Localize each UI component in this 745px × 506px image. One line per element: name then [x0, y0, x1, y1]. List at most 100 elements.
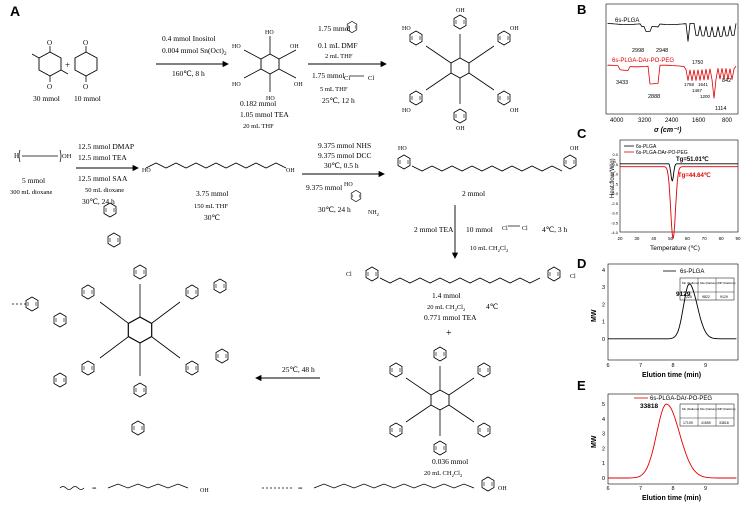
panel-label-b: B: [577, 2, 586, 17]
r3-dioxane: 50 mL dioxane: [85, 187, 124, 194]
svg-text:HO: HO: [266, 96, 275, 102]
r6-star-solvent: 20 mL CH2Cl2: [424, 470, 462, 478]
panel-label-e: E: [577, 378, 586, 393]
r3-dmap: 12.5 mmol DMAP: [78, 142, 134, 151]
svg-text:Cl: Cl: [502, 226, 508, 232]
ftir-xlabel: σ (cm⁻¹): [654, 127, 682, 134]
svg-text:Cl: Cl: [522, 226, 528, 232]
gpc-e-table: Mn (Daltons) Mw (Daltons) MP (Daltons) 1…: [679, 403, 735, 427]
svg-text:OH: OH: [510, 26, 519, 32]
svg-text:Mw (Daltons): Mw (Daltons): [700, 407, 718, 411]
svg-text:OH: OH: [456, 126, 465, 132]
plus-sign: +: [65, 60, 70, 70]
svg-text:17109: 17109: [683, 421, 693, 425]
svg-text:41559: 41559: [701, 421, 711, 425]
svg-text:HO: HO: [232, 82, 241, 88]
gpc-d-table: Mn (Daltons) Mw (Daltons) MP (Daltons) 7…: [679, 277, 735, 301]
r3-tea: 12.5 mmol TEA: [78, 153, 127, 162]
svg-text:OH: OH: [200, 488, 209, 494]
ftir-spectrum-bottom: [607, 64, 737, 99]
svg-text:Cl: Cl: [346, 272, 352, 278]
r4-tyramine-amount: 9.375 mmol: [306, 183, 342, 192]
phenol-star-reactant: [389, 346, 491, 456]
dsc-xtick-50: 50: [668, 236, 674, 241]
r4-cond2: 30℃, 24 h: [318, 205, 351, 214]
r6-amount: 1.4 mmol: [432, 291, 461, 300]
dsc-ytick-3: -1.5: [611, 181, 619, 186]
svg-text:Cl: Cl: [570, 274, 576, 280]
svg-text:O: O: [47, 39, 52, 47]
panel-label-c: C: [577, 126, 587, 141]
dsc-ytick-7: -3.5: [611, 220, 619, 225]
svg-text:O: O: [47, 83, 52, 91]
r6-solvent: 20 mL CH2Cl2: [427, 304, 465, 312]
gpc-d-xtick-8: 8: [671, 363, 674, 369]
gpc-d-ytick-3: 3: [602, 285, 605, 291]
r6-star-amount: 0.036 mmol: [432, 457, 468, 466]
svg-text:OH: OH: [510, 108, 519, 114]
gpc-d-xtick-6: 6: [606, 363, 609, 369]
lactide-structure: OO: [31, 39, 69, 91]
svg-text:O: O: [83, 83, 88, 91]
lactide-amount: 30 mmol: [33, 94, 60, 103]
ftir-peak-1467: 1467: [692, 88, 703, 93]
svg-text:HO: HO: [398, 146, 407, 152]
gpc-e-curve: [608, 403, 737, 479]
dsc-panel: 6s-PLGA 6s-PLGA-DAr-PO-PEG Tg=51.01℃ Tg=…: [610, 139, 741, 252]
ftir-xtick-4000: 4000: [610, 118, 624, 124]
gpc-d-ytick-2: 2: [602, 302, 605, 308]
dsc-xtick-80: 80: [719, 236, 725, 241]
gpc-e-xtick-6: 6: [606, 486, 609, 492]
r6-plus: +: [446, 328, 452, 339]
gpc-d-peak: 9129: [676, 291, 691, 298]
svg-text:MP (Daltons): MP (Daltons): [718, 407, 735, 411]
r3-prod-thf: 150 mL THF: [194, 203, 228, 210]
svg-text:OH: OH: [294, 82, 303, 88]
ftir-peak-1750: 1750: [692, 60, 703, 66]
ftir-peak-2998: 2998: [632, 48, 644, 54]
r3-prod-amount: 3.75 mmol: [196, 189, 229, 198]
r6-temp: 4℃: [486, 302, 499, 311]
svg-text:Mn (Daltons): Mn (Daltons): [682, 407, 699, 411]
gpc-e-peak: 33818: [640, 403, 658, 410]
dsc-tg-plga: Tg=51.01℃: [676, 156, 709, 163]
svg-text:Cl: Cl: [344, 75, 350, 82]
dsc-legend-2: 6s-PLGA-DAr-PO-PEG: [636, 150, 688, 156]
gpc-e-legend: 6s-PLGA-DAr-PO-PEG: [650, 396, 712, 402]
svg-text:Cl: Cl: [368, 75, 374, 82]
dsc-ytick-5: -2.5: [611, 201, 619, 206]
ftir-peak-3433: 3433: [616, 80, 628, 86]
dsc-ytick-6: -3.0: [611, 211, 619, 216]
peg-dioxane: 300 mL dioxane: [10, 189, 52, 196]
gpc-e-ytick-5: 5: [602, 402, 605, 408]
ftir-xtick-1600: 1600: [692, 118, 706, 124]
ftir-peak-1758: 1758: [684, 82, 695, 87]
svg-text:O: O: [83, 39, 88, 47]
svg-text:OH: OH: [62, 153, 72, 160]
ftir-peak-2948: 2948: [656, 48, 668, 54]
ftir-peak-1114: 1114: [715, 106, 726, 112]
gpc-d-legend: 6s-PLGA: [680, 269, 704, 275]
dsc-xtick-60: 60: [685, 236, 691, 241]
r1-cond-temp: 160℃, 8 h: [172, 69, 205, 78]
gpc-e-ytick-0: 0: [602, 476, 605, 482]
dsc-curve-conjugate: [620, 166, 738, 239]
acyl-chloride-product: Cl Cl: [346, 266, 576, 284]
dsc-ylabel: Heat flow(W/g): [610, 158, 616, 198]
svg-text:Mw (Daltons): Mw (Daltons): [700, 281, 718, 285]
ftir-panel: 6s-PLGA 6s-PLGA-DAr-PO-PEG 2998 2948 175…: [605, 3, 739, 134]
svg-text:9129: 9129: [720, 295, 728, 299]
svg-text:HO: HO: [402, 26, 411, 32]
ftir-xtick-2400: 2400: [665, 118, 679, 124]
r3-cond: 30℃, 24 h: [82, 197, 115, 206]
svg-text:Mn (Daltons): Mn (Daltons): [682, 281, 699, 285]
glycolide-amount: 10 mmol: [74, 94, 101, 103]
ftir-peak-842: 842: [722, 78, 731, 84]
r2-bot-amount: 1.75 mmol: [312, 71, 345, 80]
svg-text:33818: 33818: [719, 421, 729, 425]
svg-text:OH: OH: [286, 168, 295, 174]
gpc-d-curve: [608, 283, 737, 340]
gpc-d-xtick-7: 7: [639, 363, 642, 369]
svg-text:HO: HO: [232, 44, 241, 50]
scheme-row-3: 25℃, 48 h 0.036 mmol 20 mL CH2Cl2 = OH =: [12, 202, 507, 494]
